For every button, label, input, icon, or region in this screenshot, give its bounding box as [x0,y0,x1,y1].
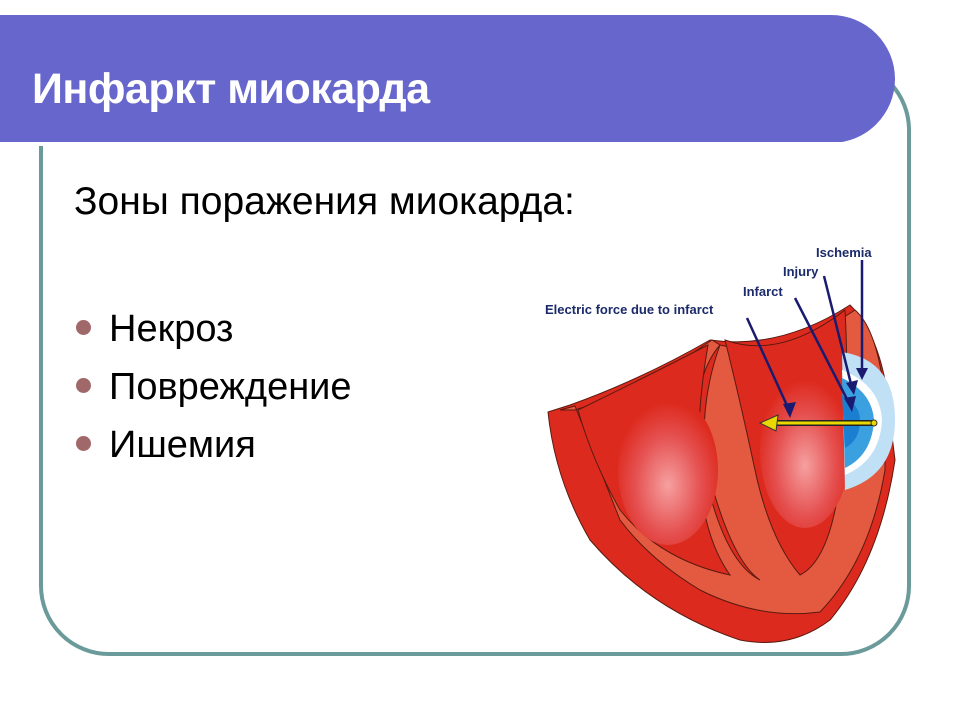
label-infarct: Infarct [743,284,783,299]
slide-subtitle: Зоны поражения миокарда: [74,180,575,223]
bullet-list: Некроз Повреждение Ишемия [76,300,352,474]
label-injury: Injury [783,264,819,279]
bullet-item-ischemia: Ишемия [76,416,352,474]
bullet-label: Ишемия [109,423,256,466]
bullet-dot-icon [76,435,91,451]
title-underline [0,142,848,146]
heart-diagram: Ischemia Injury Infarct Electric force d… [545,245,896,643]
bullet-item-necrosis: Некроз [76,300,352,358]
bullet-label: Некроз [109,307,234,350]
bullet-item-injury: Повреждение [76,358,352,416]
label-ischemia: Ischemia [816,245,872,260]
bullet-label: Повреждение [109,365,352,408]
title-bar: Инфаркт миокарда [0,15,895,146]
label-electric-force: Electric force due to infarct [545,302,714,317]
bullet-dot-icon [76,377,91,393]
slide-title: Инфаркт миокарда [32,65,430,113]
bullet-dot-icon [76,319,91,335]
